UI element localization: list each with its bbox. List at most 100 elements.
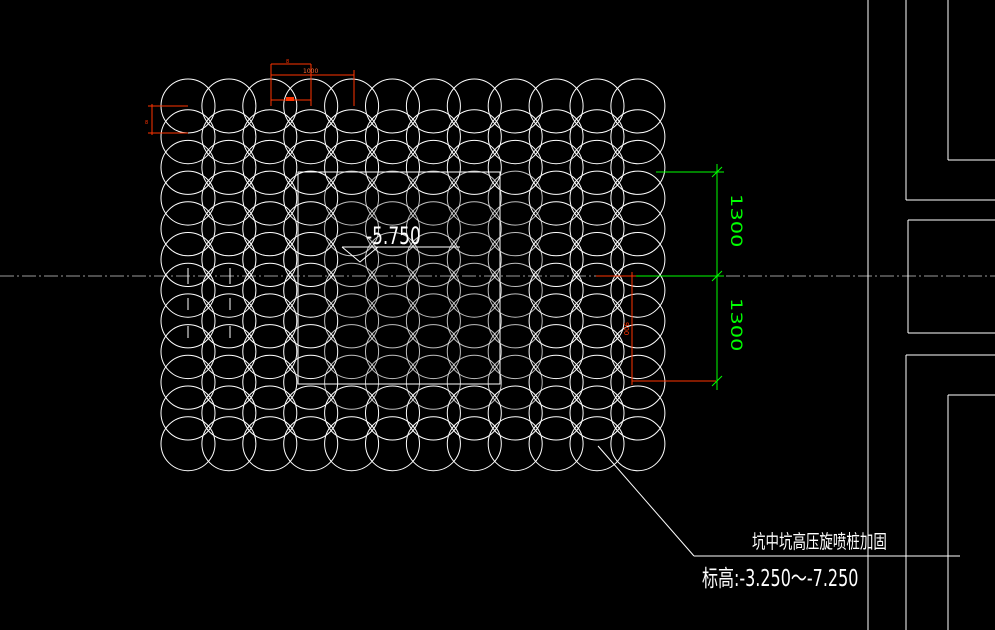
left-small-dimension xyxy=(148,104,188,135)
pile-circle-inner xyxy=(487,232,543,287)
annotation-leader xyxy=(597,445,960,557)
elevation-marker xyxy=(341,246,460,263)
pile-circle xyxy=(528,293,584,349)
pile-circle-inner xyxy=(405,354,461,410)
pile-circle xyxy=(160,324,216,380)
right-wall-lines xyxy=(867,0,995,630)
pile-circle-inner xyxy=(324,354,380,410)
pile-circle xyxy=(242,262,298,318)
pile-circle-inner xyxy=(446,262,502,318)
pile-circle xyxy=(201,354,257,410)
pile-circle xyxy=(242,232,298,287)
pile-circle xyxy=(242,324,298,380)
pile-circle xyxy=(283,385,339,441)
pile-circle xyxy=(283,201,339,257)
pile-circle-inner xyxy=(487,354,543,410)
elevation-label: -5.750 xyxy=(366,222,421,250)
pile-circle-inner xyxy=(324,293,380,349)
pile-circle xyxy=(487,109,543,165)
red-vertical-dim-label: 900 xyxy=(622,322,630,335)
pile-circle xyxy=(283,354,339,410)
top-dim-marker xyxy=(286,97,294,101)
pile-circle xyxy=(569,416,625,472)
pile-circle xyxy=(283,109,339,165)
pile-circle xyxy=(569,262,625,318)
pile-circle xyxy=(324,416,380,472)
left-small-dim-label: 8 xyxy=(145,120,148,126)
pile-circle xyxy=(569,139,625,195)
pile-circle xyxy=(528,170,584,226)
pile-circle xyxy=(405,416,461,472)
pile-circle xyxy=(201,385,257,441)
pile-circle xyxy=(487,78,543,134)
pile-circle xyxy=(569,109,625,165)
pile-circle xyxy=(324,109,380,165)
pile-circle xyxy=(365,139,420,195)
pile-circle-inner xyxy=(446,354,502,410)
pile-circle xyxy=(283,170,339,226)
pile-circle xyxy=(528,201,584,257)
pile-circle xyxy=(324,139,380,195)
pile-circle xyxy=(528,109,584,165)
note-elevation-range: 标高:-3.250～-7.250 xyxy=(702,565,858,592)
pile-circle xyxy=(365,109,420,165)
pile-circle xyxy=(610,293,666,349)
pile-circle-inner xyxy=(405,201,461,257)
pile-circle-inner xyxy=(446,293,502,349)
pile-circle xyxy=(283,262,339,318)
top-spacing-dimension xyxy=(270,63,355,106)
pile-circle-inner xyxy=(365,324,420,380)
pile-circle xyxy=(324,78,380,134)
pile-circle xyxy=(610,170,666,226)
pile-circle-inner xyxy=(487,262,543,318)
pile-circle xyxy=(610,201,666,257)
pile-circle xyxy=(242,109,298,165)
pile-circle xyxy=(160,109,216,165)
pile-circle xyxy=(283,139,339,195)
pile-circle-inner xyxy=(365,262,420,318)
pile-circle xyxy=(610,78,666,134)
pile-circle xyxy=(569,293,625,349)
pile-circle xyxy=(242,385,298,441)
pile-circle xyxy=(528,139,584,195)
pile-circle-inner xyxy=(365,354,420,410)
pile-circle xyxy=(160,201,216,257)
pile-circle-inner xyxy=(324,262,380,318)
pile-circle xyxy=(569,324,625,380)
pile-circle xyxy=(610,385,666,441)
pile-circle xyxy=(569,78,625,134)
pile-circle xyxy=(242,201,298,257)
pile-circle xyxy=(528,324,584,380)
pile-circle xyxy=(528,78,584,134)
pile-circle-inner xyxy=(405,293,461,349)
pile-circle xyxy=(283,232,339,287)
pile-circle-inner xyxy=(446,324,502,380)
pile-circle xyxy=(528,232,584,287)
pile-circle xyxy=(446,416,502,472)
jet-grout-pile-grid xyxy=(160,78,666,472)
pile-circle-inner xyxy=(324,201,380,257)
pile-circle xyxy=(610,109,666,165)
pile-circle xyxy=(160,262,216,318)
pile-circle xyxy=(528,385,584,441)
pile-circle xyxy=(160,385,216,441)
dim-lower-1300: 1300 xyxy=(727,298,745,351)
pile-circle xyxy=(160,232,216,287)
pile-circle xyxy=(610,416,666,472)
pile-circle xyxy=(201,109,257,165)
pile-circle xyxy=(242,139,298,195)
pile-circle xyxy=(405,78,461,134)
pile-circle xyxy=(201,262,257,318)
pile-circle xyxy=(528,416,584,472)
pile-circle xyxy=(446,139,502,195)
pile-circle-inner xyxy=(324,170,380,226)
pile-circle xyxy=(405,109,461,165)
pile-circle xyxy=(569,385,625,441)
pile-circle xyxy=(446,109,502,165)
pile-circle xyxy=(201,293,257,349)
note-title: 坑中坑高压旋喷桩加固 xyxy=(752,531,887,553)
pile-circle-inner xyxy=(446,201,502,257)
pile-circle-inner xyxy=(365,232,420,287)
